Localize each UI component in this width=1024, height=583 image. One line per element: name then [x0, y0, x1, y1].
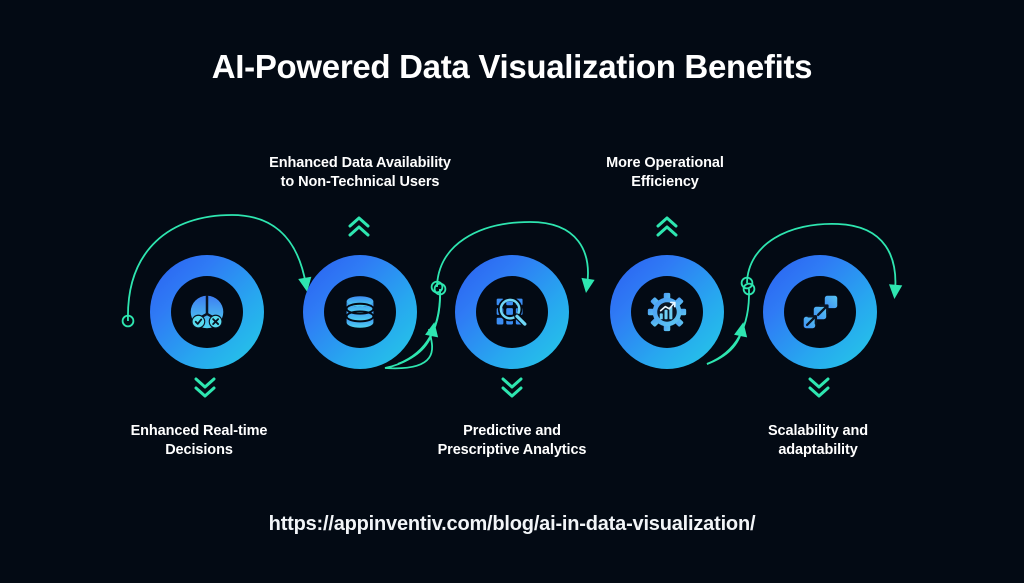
label-predictive-prescriptive-analytics: Predictive and Prescriptive Analytics — [414, 422, 610, 459]
node-ring — [763, 255, 877, 369]
label-more-operational-efficiency: More Operational Efficiency — [580, 154, 750, 191]
label-line: adaptability — [778, 441, 858, 458]
node-enhanced-data-availability[interactable] — [303, 255, 417, 369]
label-line: Decisions — [165, 441, 233, 458]
grid-magnifier-icon — [496, 296, 529, 328]
chevron-double-down-icon-1 — [192, 372, 218, 402]
label-line: Enhanced Real-time — [130, 423, 268, 439]
node-ring-hole — [171, 276, 243, 348]
node-more-operational-efficiency[interactable] — [610, 255, 724, 369]
growth-arrows-icon — [803, 295, 838, 329]
decision-tree-icon — [190, 295, 224, 329]
label-line: Scalability and — [767, 423, 869, 439]
node-predictive-prescriptive-analytics[interactable] — [455, 255, 569, 369]
node-ring-hole — [476, 276, 548, 348]
label-enhanced-data-availability: Enhanced Data Availability to Non-Techni… — [249, 154, 471, 191]
source-url[interactable]: https://appinventiv.com/blog/ai-in-data-… — [268, 513, 756, 535]
label-line: More Operational — [606, 155, 724, 171]
node-ring — [303, 255, 417, 369]
node-ring-hole — [631, 276, 703, 348]
gear-bar-chart-icon — [647, 292, 687, 332]
database-stack-icon — [345, 296, 375, 328]
page-title: AI-Powered Data Visualization Benefits — [211, 48, 813, 85]
node-ring-hole — [784, 276, 856, 348]
label-enhanced-real-time-decisions: Enhanced Real-time Decisions — [104, 422, 294, 459]
label-line: Enhanced Data Availability — [269, 155, 451, 171]
chevron-double-down-icon-3 — [499, 372, 525, 402]
node-scalability-adaptability[interactable] — [763, 255, 877, 369]
node-ring-hole — [324, 276, 396, 348]
label-line: Efficiency — [631, 173, 699, 190]
node-enhanced-real-time-decisions[interactable] — [150, 255, 264, 369]
node-ring — [455, 255, 569, 369]
chevron-double-down-icon-5 — [806, 372, 832, 402]
node-ring — [610, 255, 724, 369]
label-scalability-adaptability: Scalability and adaptability — [731, 422, 905, 459]
chevron-double-up-icon-2 — [346, 212, 372, 242]
label-line: to Non-Technical Users — [280, 173, 440, 190]
label-line: Predictive and — [463, 423, 561, 439]
chevron-double-up-icon-4 — [654, 212, 680, 242]
node-ring — [150, 255, 264, 369]
label-line: Prescriptive Analytics — [437, 441, 587, 458]
